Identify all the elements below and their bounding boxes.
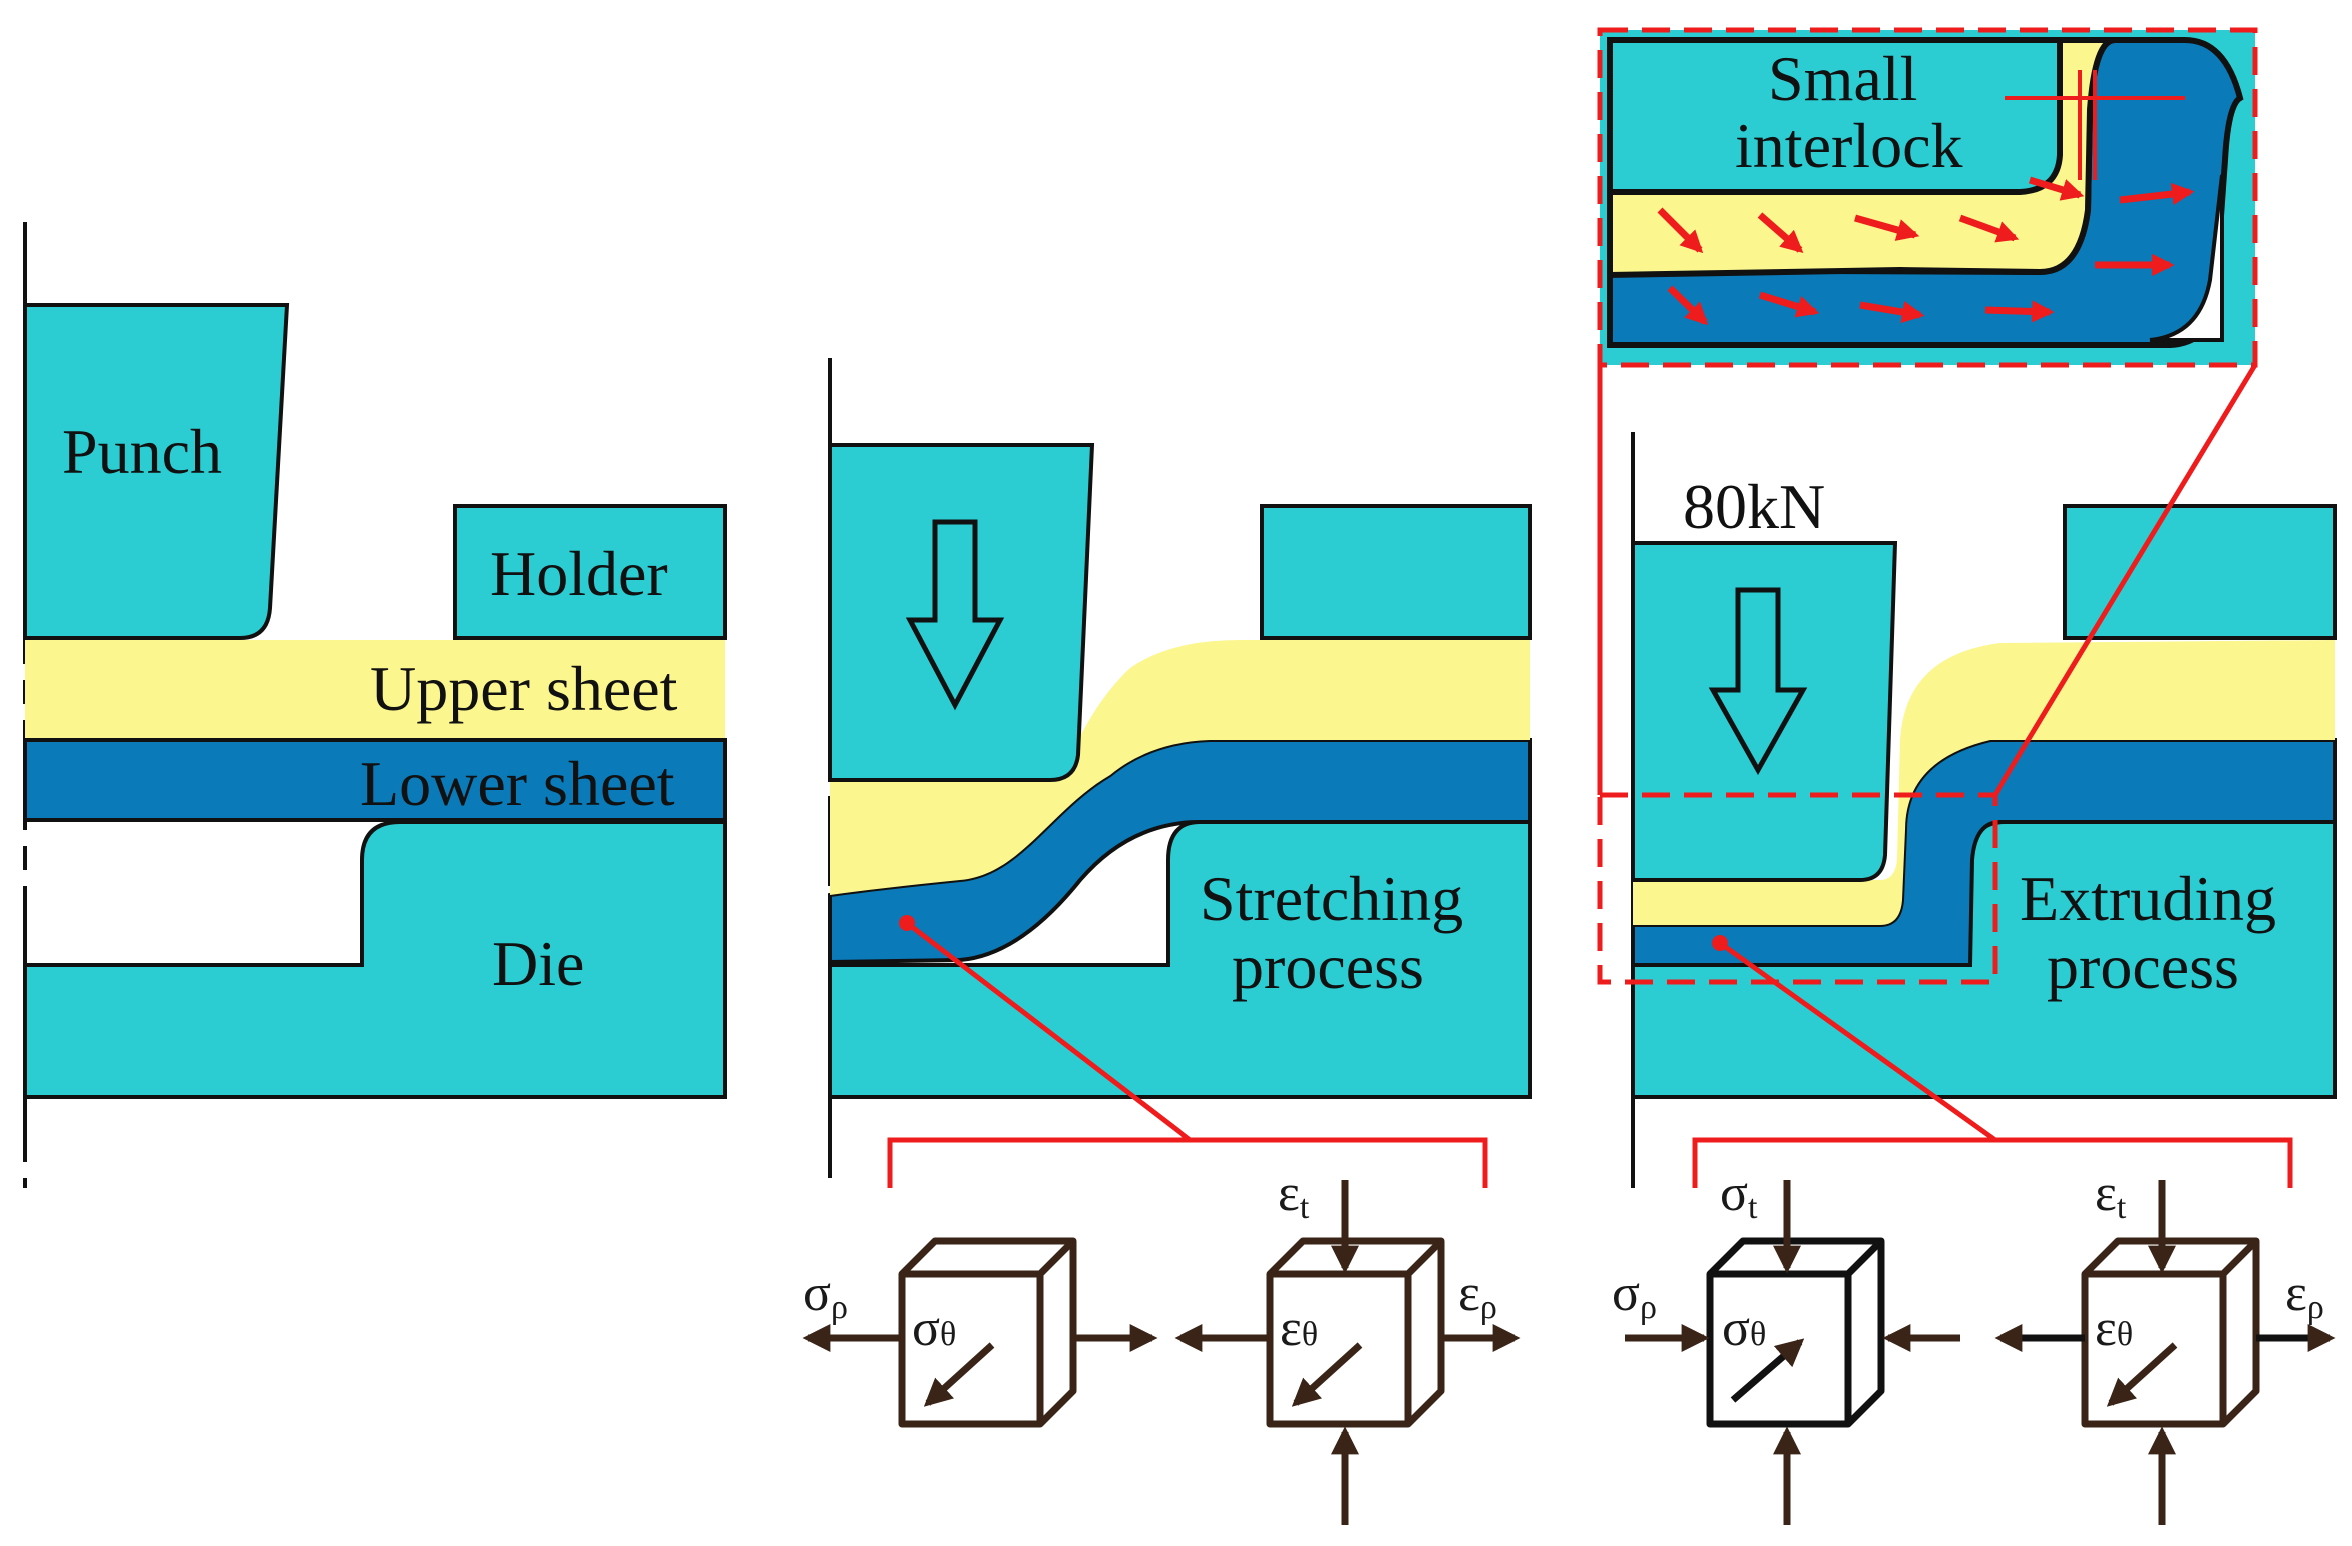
epsilon-rho-label: ερ xyxy=(1458,1265,1497,1326)
sigma-theta-arrow xyxy=(923,1342,995,1407)
sigma-rho-label: σρ xyxy=(803,1265,848,1326)
flow-arrow xyxy=(1958,214,2020,243)
small-label: Small xyxy=(1768,43,1917,114)
inset-punch xyxy=(1607,37,2063,195)
sigma-t-label: σt xyxy=(1720,1165,1758,1226)
lower-sheet xyxy=(23,738,727,822)
epsilon-t-label: εt xyxy=(2095,1165,2127,1226)
flow-arrow xyxy=(1757,212,1804,253)
extruding-label: Extruding xyxy=(2020,863,2276,934)
stretching-process-label: process xyxy=(1232,931,1424,1002)
flow-arrow xyxy=(1758,291,1820,318)
die xyxy=(23,820,727,1099)
strain-cube-extruding: εt ερ εθ xyxy=(1994,1165,2336,1525)
stress-cube-stretching: σρ σθ xyxy=(802,1237,1158,1428)
punch xyxy=(828,443,1095,782)
punch-label: Punch xyxy=(62,416,222,487)
epsilon-theta-arrow xyxy=(1291,1342,1363,1407)
cube xyxy=(1706,1237,1885,1428)
sigma-rho-label: σρ xyxy=(1612,1265,1657,1326)
panel-stretching: Stretching process xyxy=(828,358,1532,1188)
die-label: Die xyxy=(492,928,584,999)
upper-sheet xyxy=(25,640,725,740)
epsilon-rho-label: ερ xyxy=(2285,1265,2324,1326)
leader-line xyxy=(887,921,1488,1188)
sigma-theta-label: σθ xyxy=(1722,1300,1766,1357)
epsilon-theta-arrow xyxy=(2106,1342,2178,1407)
zoom-region xyxy=(1597,792,1998,985)
panel-extruding: 80kN Extruding process xyxy=(1597,363,2337,1188)
strain-cube-stretching: εt ερ εθ xyxy=(1174,1165,1521,1525)
stress-cube-extruding: σt σρ σθ xyxy=(1612,1165,1960,1525)
zoom-connector xyxy=(1597,363,2258,797)
holder-label: Holder xyxy=(490,538,668,609)
epsilon-t-label: εt xyxy=(1278,1165,1310,1226)
punch xyxy=(23,303,290,640)
flow-arrow xyxy=(1657,207,1704,254)
punch xyxy=(1631,541,1898,882)
flow-arrow xyxy=(1667,285,1709,326)
holder xyxy=(2063,504,2337,640)
down-arrow xyxy=(905,519,1005,711)
stretching-label: Stretching xyxy=(1200,863,1463,934)
upper-sheet xyxy=(830,640,1530,895)
interlock-dimension xyxy=(2005,70,2185,180)
upper-sheet-label: Upper sheet xyxy=(370,653,678,724)
force-label: 80kN xyxy=(1683,471,1825,542)
sigma-theta-arrow xyxy=(1730,1338,1805,1403)
flow-arrow xyxy=(1854,214,1920,241)
inset-frame xyxy=(1597,27,2258,368)
inset-gap xyxy=(2149,174,2224,342)
flow-arrow xyxy=(1984,300,2055,323)
epsilon-theta-label: εθ xyxy=(2095,1300,2133,1357)
flow-arrow xyxy=(1859,301,1925,324)
flow-arrow xyxy=(2028,176,2085,201)
upper-sheet xyxy=(1633,640,2335,925)
interlock-label: interlock xyxy=(1735,110,1962,181)
holder xyxy=(453,504,727,640)
epsilon-theta-label: εθ xyxy=(1280,1300,1318,1357)
panel-initial: Punch Holder Upper sheet Lower sheet Die xyxy=(23,222,727,1188)
zoom-inset: Small interlock xyxy=(1597,27,2258,368)
flow-arrow xyxy=(2119,182,2195,206)
holder xyxy=(1260,504,1532,640)
sigma-theta-label: σθ xyxy=(912,1300,956,1357)
leader-line xyxy=(1692,940,2293,1188)
down-arrow xyxy=(1708,587,1808,776)
extruding-process-label: process xyxy=(2047,931,2239,1002)
material-flow-arrows xyxy=(1657,176,2195,326)
lower-sheet-label: Lower sheet xyxy=(360,748,675,819)
die xyxy=(828,820,1532,1099)
